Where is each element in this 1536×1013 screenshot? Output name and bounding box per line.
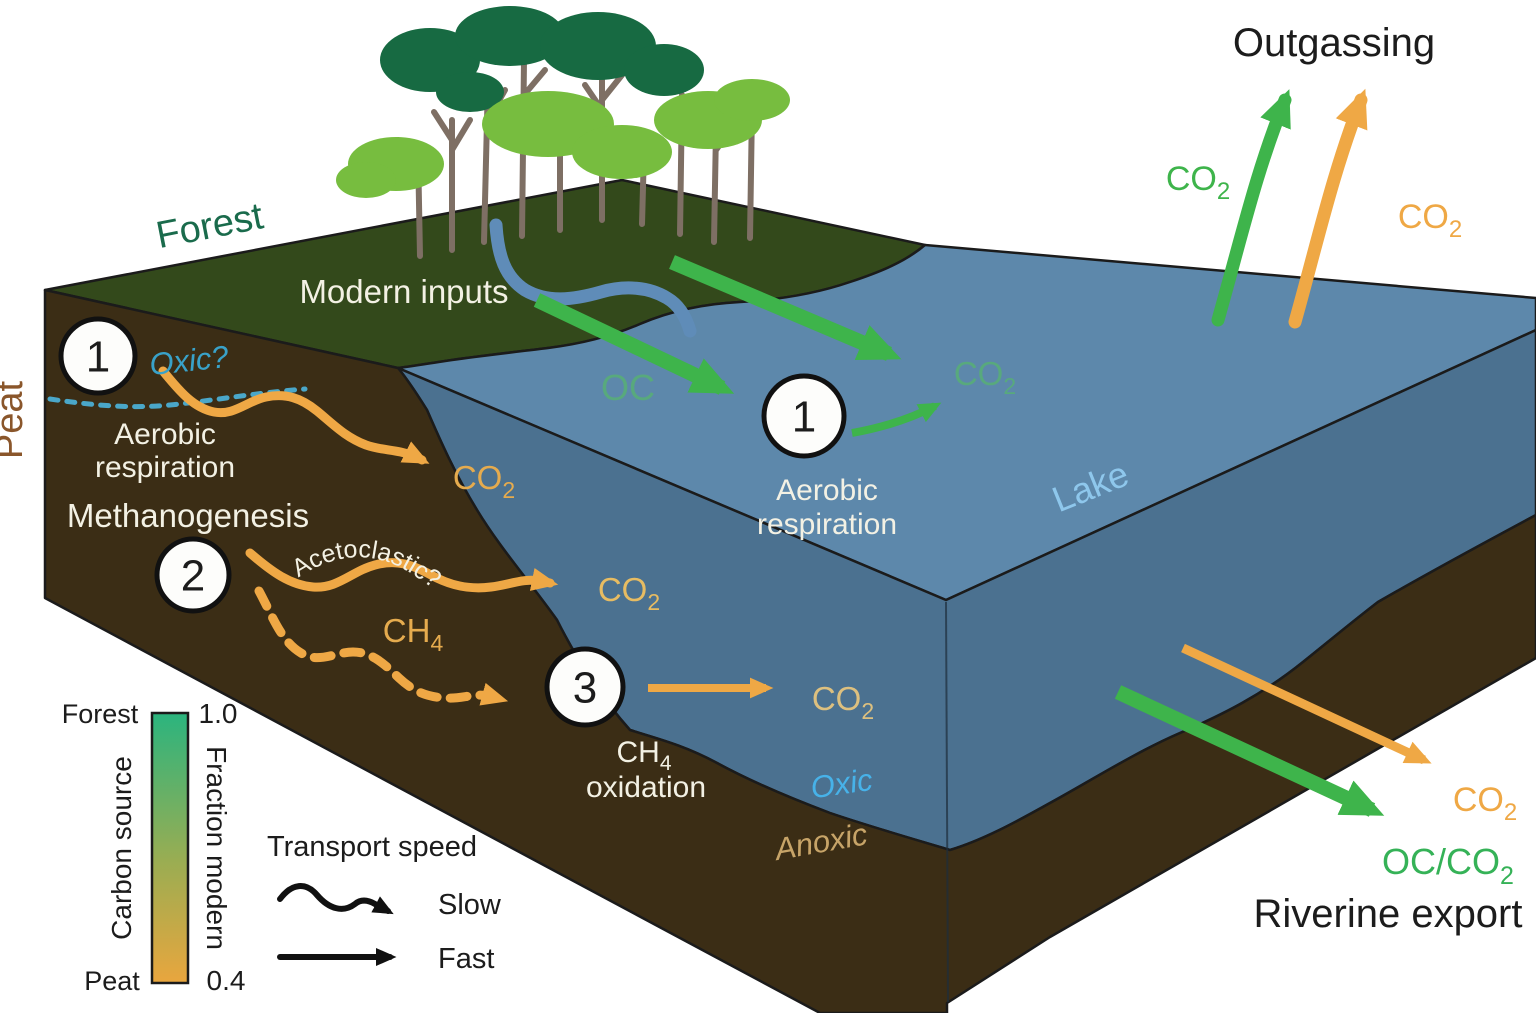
oxic-label: Oxic (808, 762, 875, 805)
legend-fast-label: Fast (438, 943, 494, 975)
tree-canopies-light (336, 79, 790, 198)
process-1-peat-number: 1 (86, 332, 110, 381)
process-2: 2 (154, 536, 232, 614)
co2-peat-aerobic: CO2 (453, 459, 515, 503)
ch4-oxidation-label-line2: oxidation (586, 771, 706, 804)
process-circles: 1 1 2 3 (58, 316, 847, 728)
co2-lake-green: CO2 (954, 355, 1016, 399)
peat-aerobic-label-line2: respiration (95, 451, 235, 484)
legend-carbon-source: Forest 1.0 Peat 0.4 Carbon source Fracti… (62, 698, 246, 996)
peat-aerobic-wavy-arrow (158, 366, 430, 465)
process-1-lake: 1 (761, 373, 847, 459)
lake-aerobic-label-line1: Aerobic (776, 474, 878, 507)
process-3: 3 (544, 646, 626, 728)
co2-outgassing-orange: CO2 (1398, 198, 1462, 243)
legend-transport-title: Transport speed (267, 831, 477, 863)
legend-forest-label: Forest (62, 699, 139, 729)
process-1-peat: 1 (58, 316, 138, 396)
legend-slow-arrow (277, 883, 394, 915)
outgassing-label: Outgassing (1233, 21, 1435, 65)
ch4-dashed-wavy-arrow (254, 586, 509, 706)
legend-transport-speed: Transport speed Slow Fast (267, 831, 502, 975)
co2-ch4-oxidation: CO2 (812, 680, 874, 724)
legend-slow-label: Slow (438, 889, 502, 921)
legend-fraction-max: 1.0 (199, 698, 238, 729)
block-corner-edge (945, 601, 949, 1003)
co2-acetoclastic: CO2 (598, 571, 660, 615)
legend-fraction-min: 0.4 (207, 965, 246, 996)
acetoclastic-wavy-arrow (245, 548, 559, 593)
riverine-export-label: Riverine export (1253, 892, 1522, 936)
block-3d (43, 178, 1536, 1013)
outgassing-green-arrow (1211, 89, 1292, 327)
inflow-arrow-2 (669, 255, 902, 361)
legend-fraction-modern-axis: Fraction modern (201, 746, 232, 950)
process-1-lake-number: 1 (792, 392, 816, 441)
forest-trees (336, 6, 790, 259)
outgassing-orange-arrow (1288, 88, 1368, 329)
ch4-label: CH4 (383, 612, 444, 656)
ch4-oxidation-label-line1: CH4 (616, 736, 671, 775)
oc-co2-riverine: OC/CO2 (1382, 841, 1514, 890)
process-2-number: 2 (181, 551, 205, 600)
legend-carbon-source-axis: Carbon source (106, 756, 137, 940)
forest-label: Forest (153, 195, 267, 257)
co2-outgassing-green: CO2 (1166, 160, 1230, 205)
peat-body (43, 288, 1536, 1013)
modern-inputs-label: Modern inputs (299, 273, 508, 310)
peat-label: Peat (0, 380, 31, 459)
lake-surface (396, 243, 1536, 602)
oc-inflow-arrow (533, 293, 735, 395)
riverine-green-arrow (1114, 685, 1385, 817)
lake-aerobic-label-line2: respiration (757, 508, 897, 541)
co2-riverine: CO2 (1453, 781, 1517, 826)
tree-canopies-dark (380, 6, 704, 112)
lake-respiration-arrow (851, 402, 942, 437)
methanogenesis-label: Methanogenesis (67, 497, 309, 534)
riverine-orange-arrow (1181, 643, 1432, 765)
stream (489, 218, 697, 338)
oxic-question-label: Oxic? (148, 339, 231, 382)
legend-peat-label: Peat (84, 966, 140, 996)
process-3-number: 3 (573, 663, 597, 712)
oc-label: OC (601, 367, 655, 408)
peat-aerobic-label-line1: Aerobic (114, 418, 216, 451)
carbon-source-gradient-bar (150, 711, 190, 985)
